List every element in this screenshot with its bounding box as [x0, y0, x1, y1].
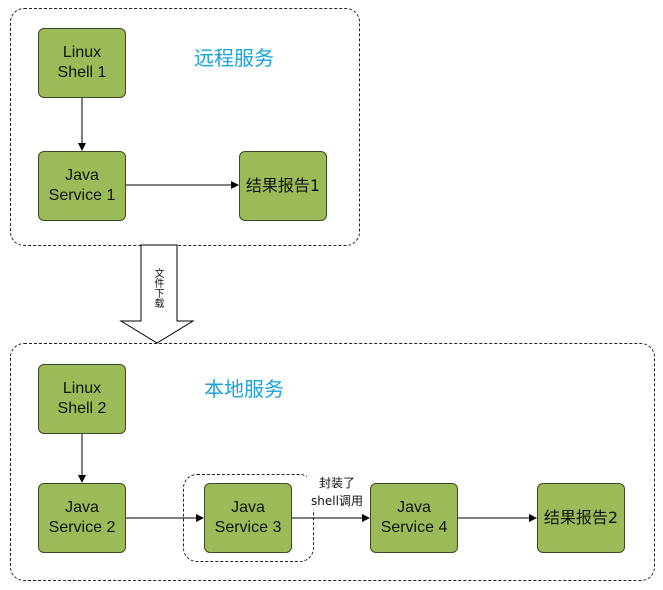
- java-service-3-node: Java Service 3: [204, 483, 292, 553]
- result-report-1-node: 结果报告1: [239, 151, 327, 221]
- local-service-title: 本地服务: [204, 377, 284, 401]
- java-service-4-line-2: Service 4: [380, 519, 448, 536]
- java-service-1-line-1: Java: [65, 167, 99, 184]
- result-report-2-label: 结果报告2: [543, 508, 619, 527]
- wrap-label-line-1: 封装了: [318, 476, 355, 490]
- linux-shell-1-line-2: Shell 1: [57, 64, 107, 81]
- result-report-1-label: 结果报告1: [245, 176, 321, 195]
- result-report-2-node: 结果报告2: [537, 483, 625, 553]
- linux-shell-1-line-1: Linux: [62, 44, 102, 61]
- java-service-2-node: Java Service 2: [38, 483, 126, 553]
- java-service-3-line-2: Service 3: [214, 519, 282, 536]
- remote-service-group: [10, 8, 360, 246]
- java-service-2-line-2: Service 2: [48, 519, 116, 536]
- java-service-2-line-1: Java: [65, 499, 99, 516]
- download-arrow: [119, 244, 195, 344]
- java-service-1-node: Java Service 1: [38, 151, 126, 221]
- java-service-4-line-1: Java: [397, 499, 431, 516]
- java-service-3-line-1: Java: [231, 499, 265, 516]
- download-label: 文件下载: [152, 268, 163, 308]
- local-service-group: [10, 343, 655, 581]
- wrap-shell-call-label: 封装了 shell调用: [307, 474, 367, 510]
- linux-shell-1-node: Linux Shell 1: [38, 28, 126, 98]
- linux-shell-2-line-1: Linux: [62, 380, 102, 397]
- linux-shell-2-node: Linux Shell 2: [38, 364, 126, 434]
- java-service-1-line-2: Service 1: [48, 187, 116, 204]
- wrap-label-line-2: shell调用: [311, 494, 363, 508]
- linux-shell-2-line-2: Shell 2: [57, 400, 107, 417]
- java-service-4-node: Java Service 4: [370, 483, 458, 553]
- remote-service-title: 远程服务: [194, 46, 274, 70]
